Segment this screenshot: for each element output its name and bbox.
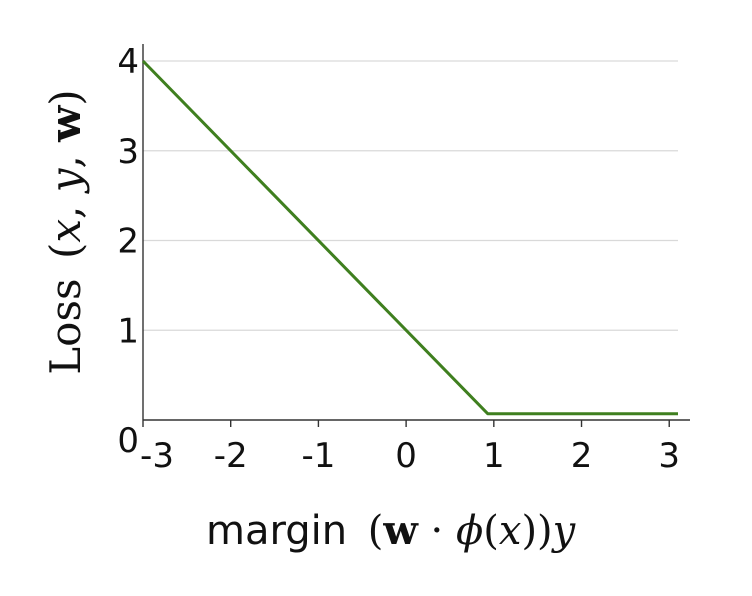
x-tick-label: -3 [140, 436, 174, 476]
y-tick-label: 1 [117, 311, 139, 351]
series-layer [141, 59, 678, 416]
axes [142, 44, 690, 427]
x-tick-label: -1 [301, 436, 335, 476]
y-tick-label: 4 [117, 42, 139, 82]
x-tick-label: 0 [395, 436, 417, 476]
x-axis-title: margin (w · ϕ(x))y [206, 507, 577, 554]
y-tick-label: 2 [117, 222, 139, 262]
grid-lines [143, 60, 678, 331]
x-tick-label: 2 [571, 436, 593, 476]
tick-labels: -3 -2 -1 0 1 2 3 0 1 2 3 4 [117, 42, 680, 476]
x-tick-label: -2 [214, 436, 248, 476]
series-line [141, 59, 678, 416]
x-tick-label: 1 [483, 436, 505, 476]
x-tick-label: 3 [658, 436, 680, 476]
y-tick-label: 3 [117, 132, 139, 172]
y-axis-title: Loss (x, y, w) [41, 89, 90, 374]
y-tick-label: 0 [117, 421, 139, 461]
